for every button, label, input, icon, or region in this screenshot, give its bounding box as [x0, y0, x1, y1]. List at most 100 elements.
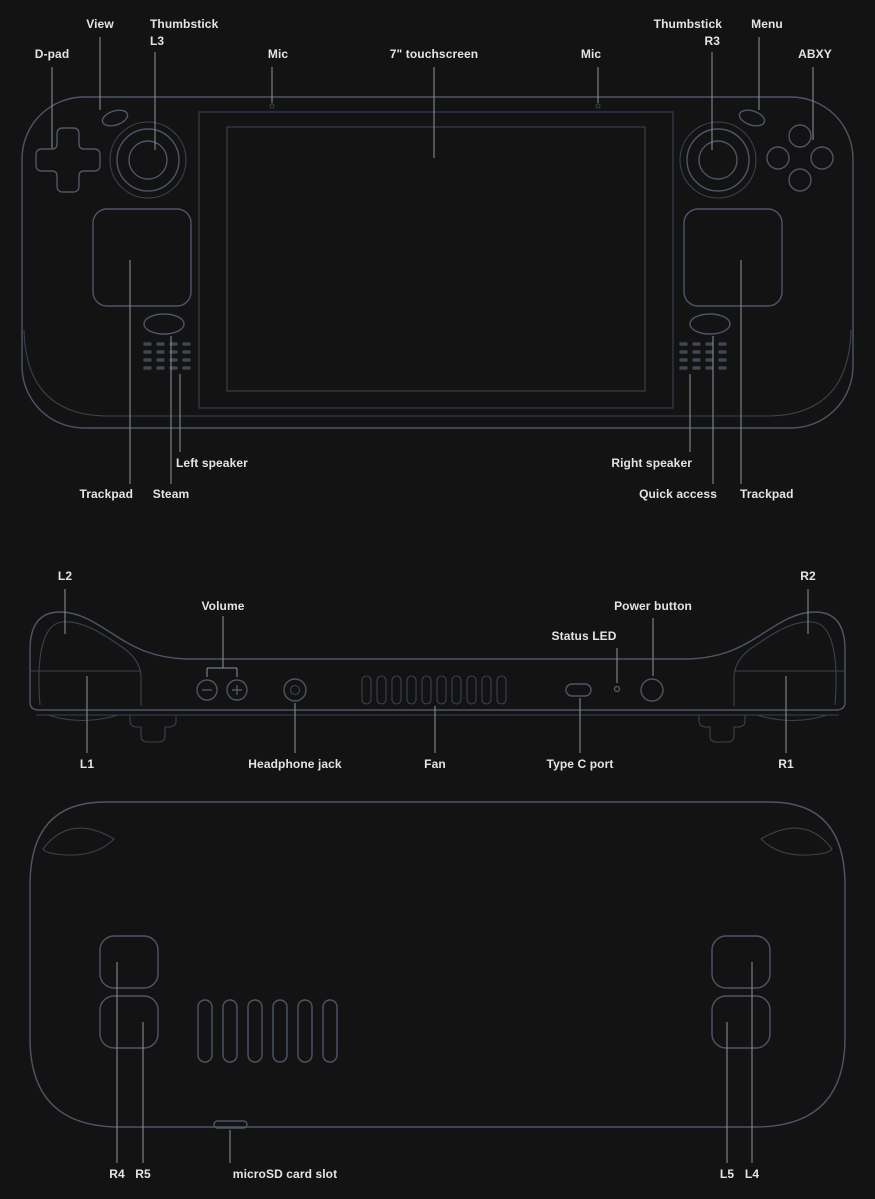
label-touchscreen: 7" touchscreen [389, 47, 479, 61]
left-speaker-grille [143, 342, 192, 370]
thumbstick-right-base [679, 121, 757, 199]
label-left-speaker: Left speaker [176, 456, 248, 470]
headphone-jack-hole [289, 684, 301, 696]
r2-trigger-outline [733, 621, 837, 706]
label-status-led: Status LED [551, 629, 617, 643]
label-l4: L4 [744, 1167, 760, 1181]
fan-slot [376, 675, 387, 705]
back-body-outline [29, 801, 846, 1128]
label-menu: Menu [751, 17, 783, 31]
label-l2: L2 [57, 569, 73, 583]
label-headphone-jack: Headphone jack [248, 757, 342, 771]
volume-up-button [226, 679, 248, 701]
label-l5: L5 [719, 1167, 735, 1181]
fan-slot [421, 675, 432, 705]
thumbstick-right-cap [698, 140, 738, 180]
left-grip-front [47, 714, 119, 721]
label-mic-right: Mic [580, 47, 602, 61]
right-speaker-grille [679, 342, 728, 370]
abxy-y-button [788, 124, 812, 148]
l5-button [711, 995, 771, 1049]
abxy-b-button [810, 146, 834, 170]
vent-slot [272, 999, 288, 1063]
volume-down-button [196, 679, 218, 701]
left-grip-top [42, 827, 115, 856]
top-edge-view [29, 611, 846, 743]
steam-button [143, 313, 185, 335]
r4-button [99, 935, 159, 989]
label-type-c: Type C port [546, 757, 614, 771]
label-fan: Fan [424, 757, 446, 771]
fan-slot [391, 675, 402, 705]
label-l3: L3 [150, 34, 165, 48]
label-steam: Steam [152, 487, 190, 501]
screen-bezel [198, 111, 674, 409]
fan-slot [361, 675, 372, 705]
fan-slot [436, 675, 447, 705]
vent-slot [322, 999, 338, 1063]
fan-slot [406, 675, 417, 705]
front-view [21, 96, 854, 429]
thumbstick-left-cap [128, 140, 168, 180]
label-r2: R2 [800, 569, 816, 583]
label-abxy: ABXY [798, 47, 832, 61]
right-grip-top [760, 827, 833, 856]
abxy-x-button [766, 146, 790, 170]
label-r5: R5 [135, 1167, 151, 1181]
label-mic-left: Mic [267, 47, 289, 61]
microsd-slot [213, 1120, 248, 1129]
thumbstick-right [686, 128, 750, 192]
right-thumbstick-profile [698, 715, 746, 743]
front-bottom-contour [23, 329, 852, 417]
fan-slot [451, 675, 462, 705]
label-r3: R3 [704, 34, 720, 48]
view-button [101, 109, 129, 127]
label-quick-access: Quick access [639, 487, 717, 501]
r5-button [99, 995, 159, 1049]
vent-slot [247, 999, 263, 1063]
mic-right-dot [595, 103, 601, 109]
headphone-jack [283, 678, 307, 702]
l4-button [711, 935, 771, 989]
thumbstick-left-base [109, 121, 187, 199]
vent-slot [222, 999, 238, 1063]
label-right-speaker: Right speaker [611, 456, 692, 470]
status-led [613, 685, 621, 693]
front-body-outline [21, 96, 854, 429]
power-button [640, 678, 664, 702]
abxy-a-button [788, 168, 812, 192]
fan-slot [496, 675, 507, 705]
trackpad-left [92, 208, 192, 307]
left-thumbstick-profile [129, 715, 177, 743]
vent-slot [297, 999, 313, 1063]
label-trackpad-left: Trackpad [79, 487, 133, 501]
label-volume: Volume [201, 599, 245, 613]
thumbstick-left [116, 128, 180, 192]
touchscreen [226, 126, 646, 392]
dpad [35, 127, 101, 193]
label-power-button: Power button [614, 599, 692, 613]
type-c-port [565, 683, 592, 697]
label-thumbstick-left: Thumbstick [150, 17, 219, 31]
mic-left-dot [269, 103, 275, 109]
fan-slot [466, 675, 477, 705]
plus-icon [232, 685, 242, 695]
label-thumbstick-right: Thumbstick [653, 17, 722, 31]
back-vents [197, 999, 338, 1063]
quick-access-button [689, 313, 731, 335]
label-trackpad-right: Trackpad [740, 487, 794, 501]
label-microsd: microSD card slot [232, 1167, 338, 1181]
label-l1: L1 [79, 757, 95, 771]
label-dpad: D-pad [34, 47, 70, 61]
top-edge-outline [29, 611, 846, 711]
l2-trigger-outline [38, 621, 142, 706]
trackpad-right [683, 208, 783, 307]
label-r4: R4 [109, 1167, 125, 1181]
label-view: View [86, 17, 114, 31]
vent-slot [197, 999, 213, 1063]
fan-grille [361, 675, 507, 705]
fan-slot [481, 675, 492, 705]
leader-volume [206, 616, 238, 677]
menu-button [738, 109, 766, 127]
